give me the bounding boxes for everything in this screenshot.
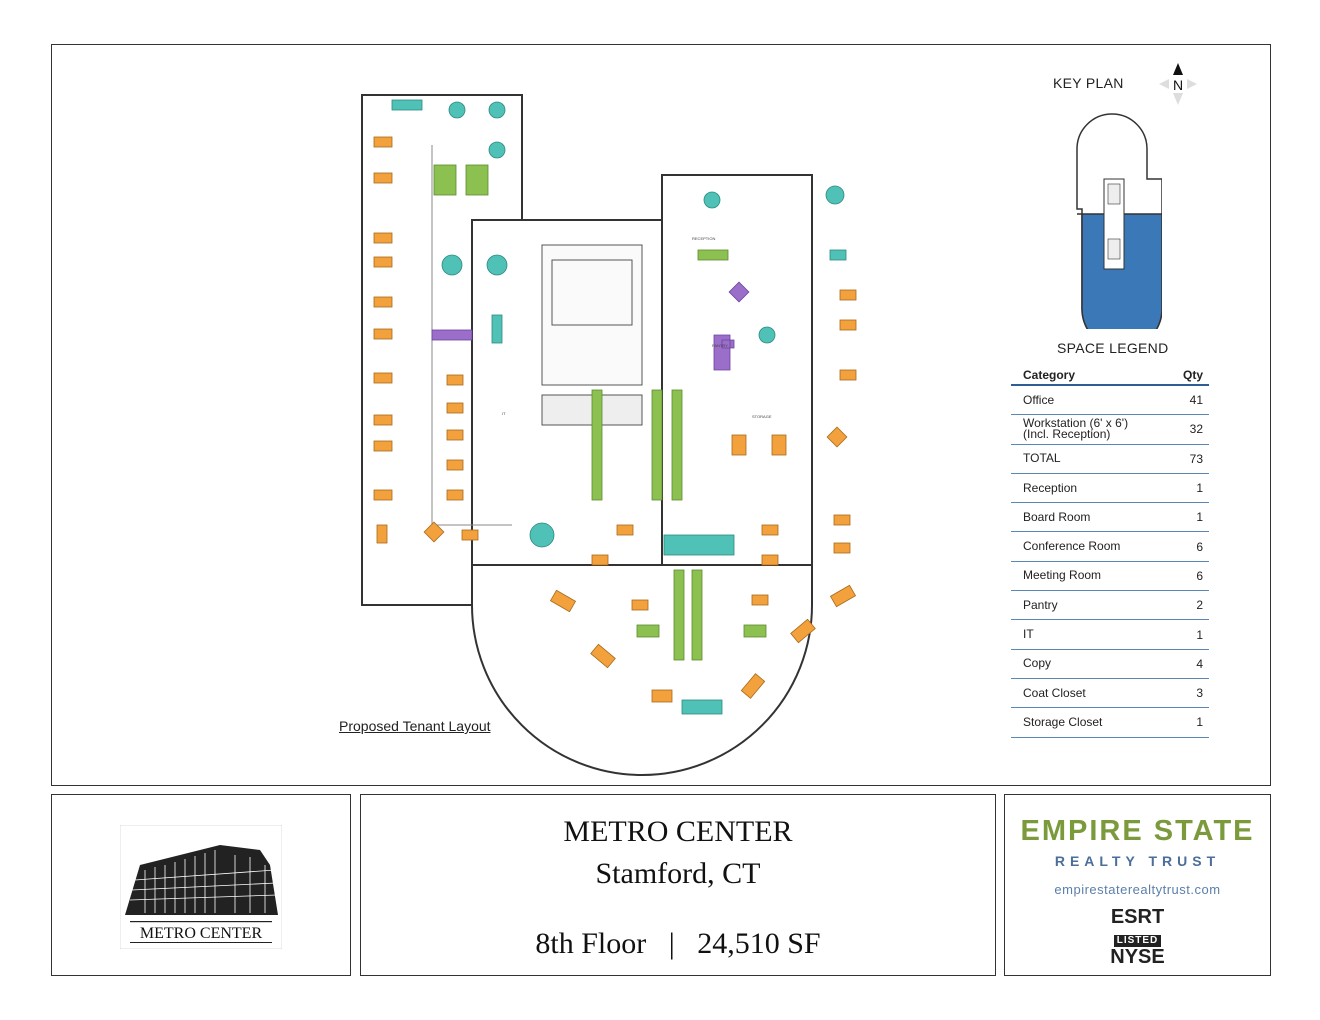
listing-badge: ESRT LISTED NYSE <box>1005 907 1270 967</box>
brand-frame: EMPIRE STATE REALTY TRUST empirestaterea… <box>1004 794 1271 976</box>
legend-category: Conference Room <box>1023 539 1121 554</box>
legend-category: Office <box>1023 392 1055 407</box>
building-name: METRO CENTER <box>563 815 793 848</box>
legend-row: Pantry 2 <box>1011 591 1209 621</box>
legend-qty: 1 <box>1196 715 1203 730</box>
listed-label: LISTED <box>1113 935 1162 947</box>
svg-text:IT: IT <box>502 411 506 416</box>
space-legend-title: SPACE LEGEND <box>1057 340 1169 356</box>
building-location: Stamford, CT <box>595 857 761 890</box>
legend-qty: 1 <box>1196 627 1203 642</box>
floor-and-area: 8th Floor | 24,510 SF <box>535 927 821 960</box>
legend-row: Copy 4 <box>1011 650 1209 679</box>
legend-category: Copy <box>1023 656 1052 671</box>
legend-qty: 3 <box>1196 686 1203 701</box>
legend-row: Reception 1 <box>1011 474 1209 504</box>
key-plan-title: KEY PLAN <box>1053 75 1124 91</box>
legend-qty: 73 <box>1189 451 1203 466</box>
legend-category: Reception <box>1023 480 1078 495</box>
logo-text: METRO CENTER <box>140 925 263 942</box>
metro-center-logo: METRO CENTER <box>120 825 282 949</box>
legend-qty: 41 <box>1189 393 1203 408</box>
north-label: N <box>1173 77 1183 93</box>
logo-frame: METRO CENTER <box>51 794 351 976</box>
title-frame: METRO CENTER Stamford, CT 8th Floor | 24… <box>360 794 996 976</box>
exchange: NYSE <box>1110 946 1165 968</box>
legend-category: Storage Closet <box>1023 714 1103 729</box>
ticker: ESRT <box>1110 906 1165 928</box>
legend-row: Meeting Room 6 <box>1011 562 1209 592</box>
plan-caption: Proposed Tenant Layout <box>339 718 491 734</box>
legend-qty: 1 <box>1196 510 1203 525</box>
legend-row: Coat Closet 3 <box>1011 679 1209 709</box>
legend-category: Meeting Room <box>1023 568 1102 583</box>
legend-row: IT 1 <box>1011 620 1209 650</box>
legend-row: Workstation (6' x 6') (Incl. Reception) 3… <box>1011 415 1209 445</box>
legend-header-qty: Qty <box>1182 368 1203 382</box>
legend-qty: 6 <box>1196 539 1203 554</box>
legend-row: Conference Room 6 <box>1011 532 1209 562</box>
brand-subtitle: REALTY TRUST <box>1054 853 1221 869</box>
legend-qty: 1 <box>1196 481 1203 496</box>
legend-row: TOTAL 73 <box>1011 445 1209 474</box>
brand-url[interactable]: empirestaterealtytrust.com <box>1054 882 1221 897</box>
svg-text:PANTRY: PANTRY <box>712 343 728 348</box>
legend-row: Storage Closet 1 <box>1011 708 1209 738</box>
legend-header: Category Qty <box>1011 366 1209 386</box>
north-arrow-icon: N <box>1159 63 1197 105</box>
legend-category: Pantry <box>1023 597 1058 612</box>
legend-row: Office 41 <box>1011 386 1209 416</box>
legend-category: TOTAL <box>1023 451 1061 466</box>
legend-qty: 4 <box>1196 656 1203 671</box>
legend-qty: 32 <box>1189 422 1203 437</box>
brand-name: EMPIRE STATE <box>1020 815 1255 847</box>
floor-plan-drawing: IT RECEPTION PANTRY STORAGE <box>361 94 857 776</box>
svg-text:STORAGE: STORAGE <box>752 414 772 419</box>
legend-qty: 2 <box>1196 598 1203 613</box>
legend-header-category: Category <box>1023 368 1076 382</box>
floor-plan-frame: IT RECEPTION PANTRY STORAGE Proposed Ten… <box>51 44 1271 786</box>
legend-category: Board Room <box>1023 509 1091 524</box>
legend-category: Workstation (6' x 6') (Incl. Reception) <box>1023 416 1129 442</box>
legend-category: IT <box>1023 627 1034 642</box>
key-plan-diagram <box>1076 113 1162 329</box>
legend-row: Board Room 1 <box>1011 503 1209 533</box>
svg-text:RECEPTION: RECEPTION <box>692 236 715 241</box>
legend-category: Coat Closet <box>1023 685 1086 700</box>
legend-qty: 6 <box>1196 568 1203 583</box>
